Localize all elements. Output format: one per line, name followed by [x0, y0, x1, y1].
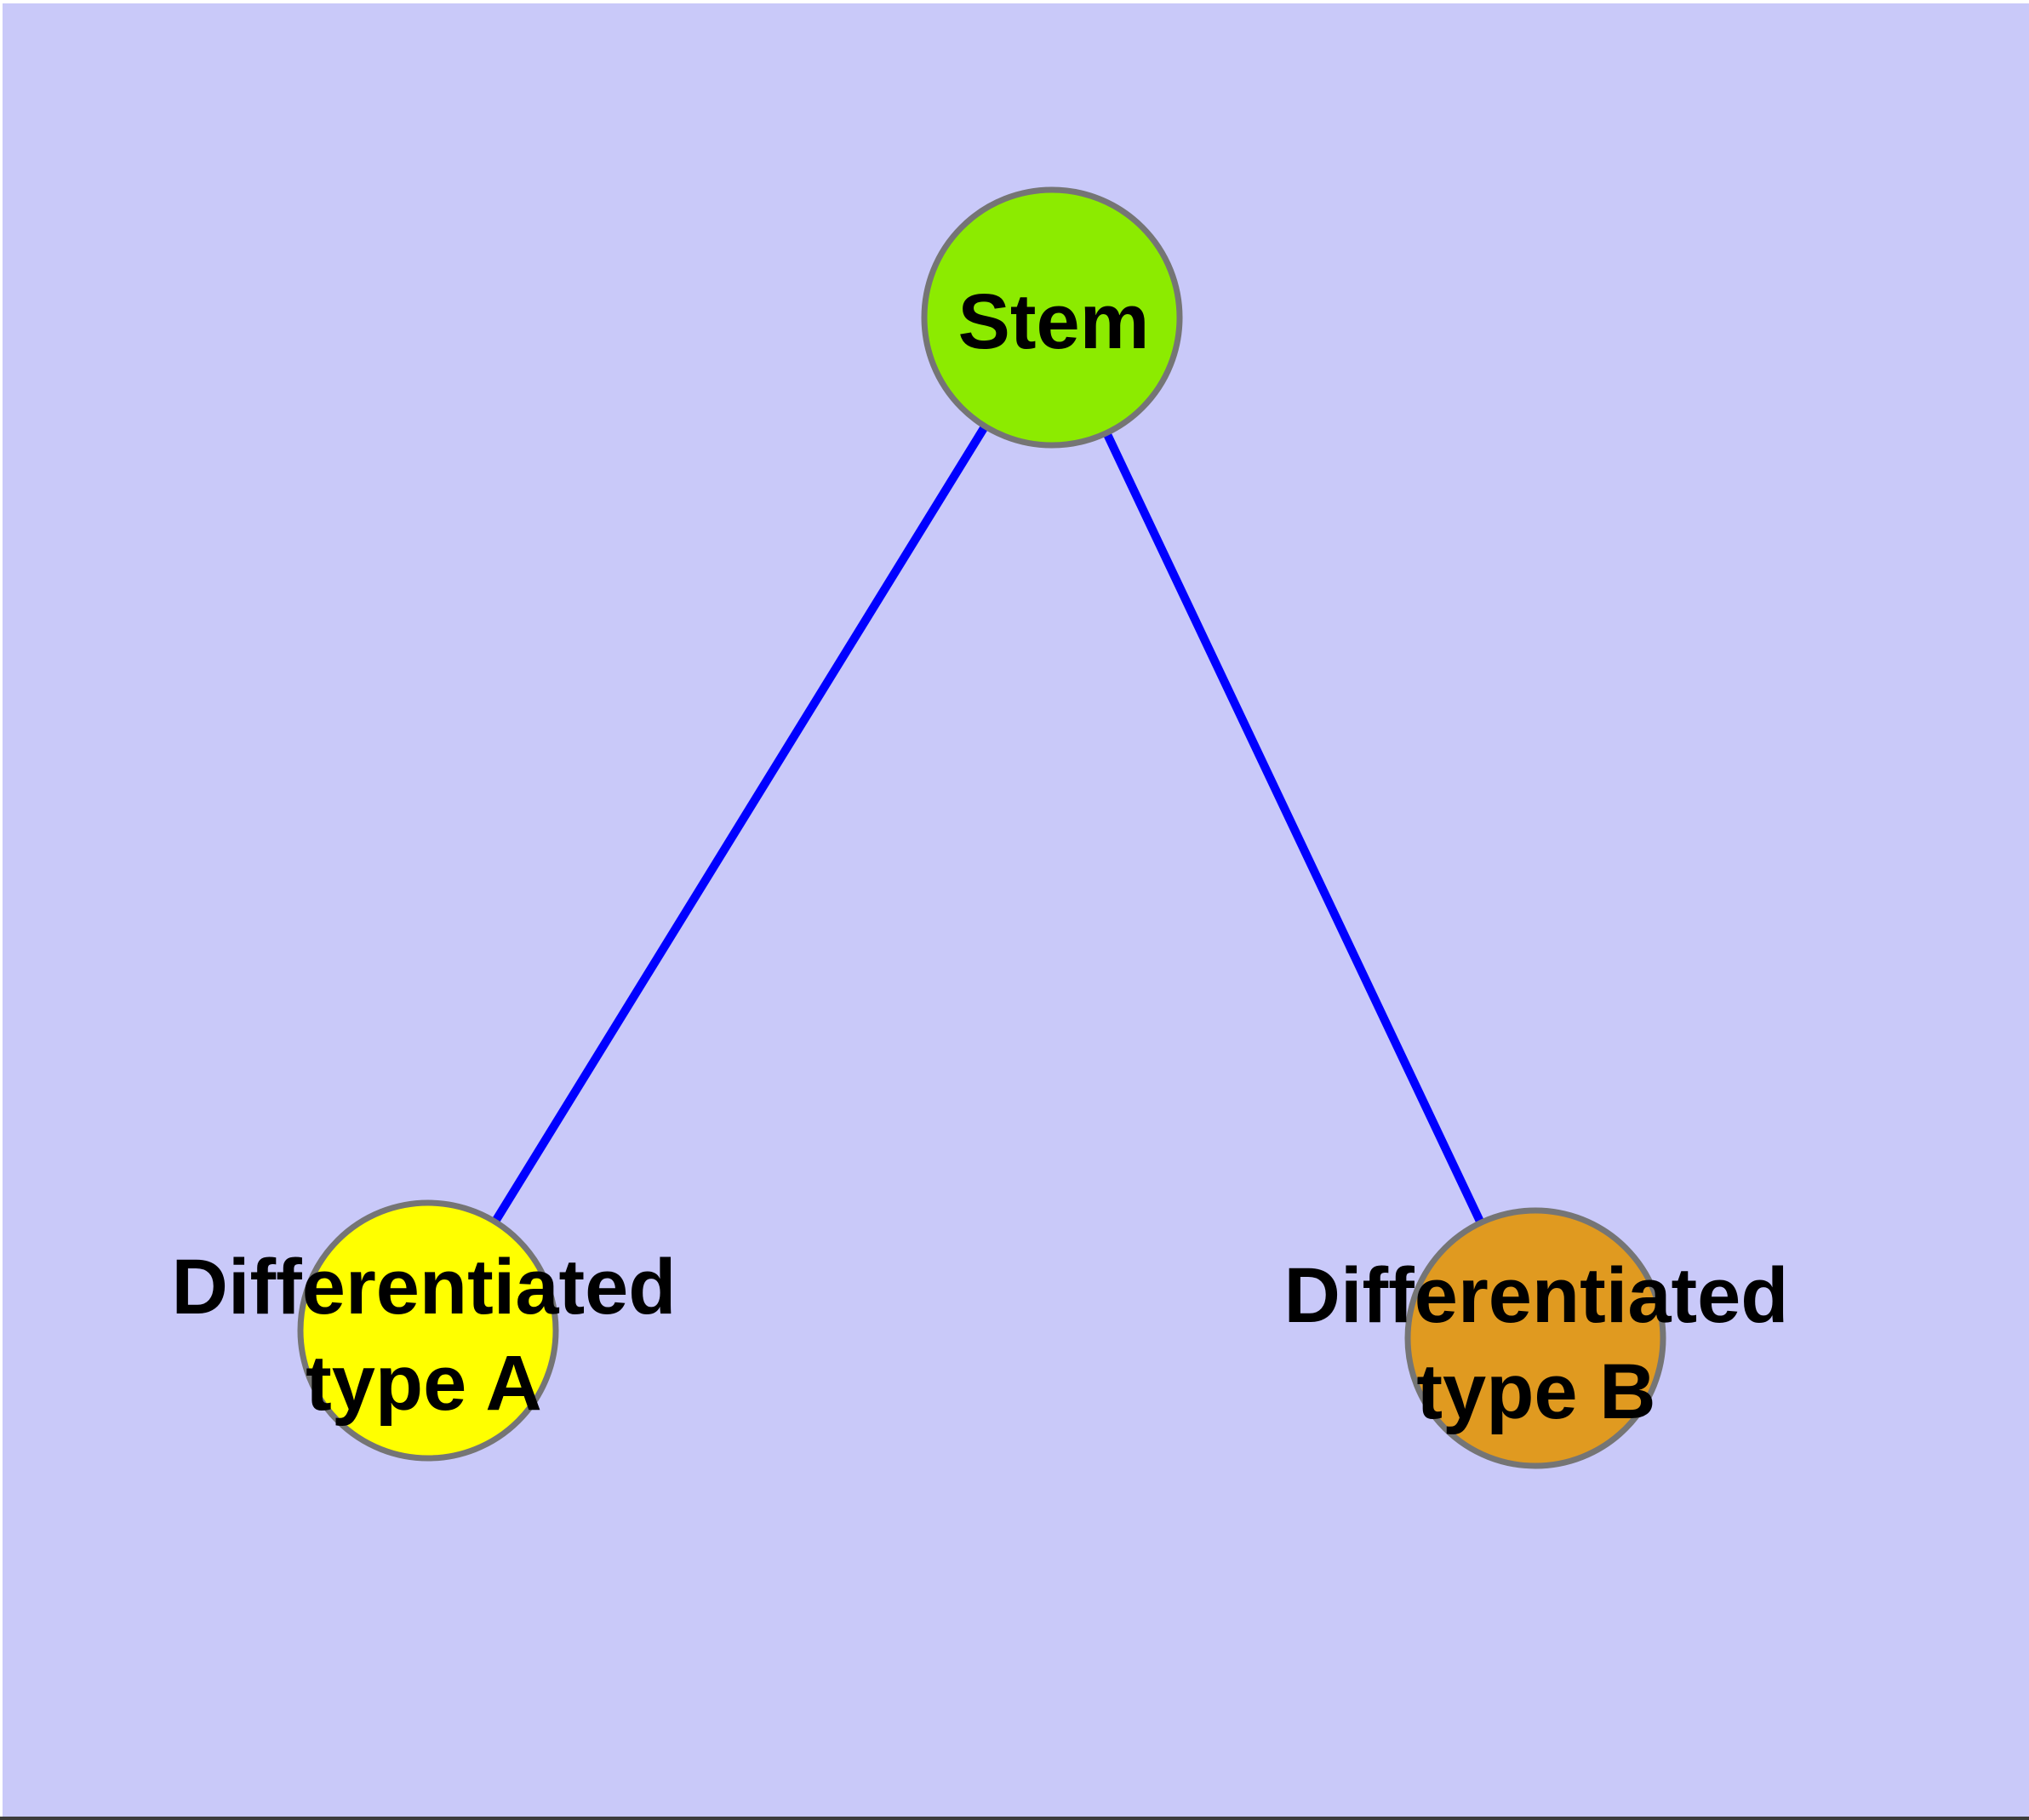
frame-left-highlight [0, 0, 3, 1817]
node-differentiated-type-b-circle[interactable] [1404, 1207, 1666, 1469]
node-differentiated-type-a-circle[interactable] [297, 1199, 559, 1462]
node-differentiated-type-b-label-line1: Differentiated [1284, 1252, 1789, 1339]
node-differentiated-type-b-label-line2: type B [1416, 1348, 1655, 1435]
frame-bottom-shadow [0, 1817, 2029, 1820]
node-differentiated-type-a-label-line2: type A [306, 1340, 542, 1427]
node-stem-label: Stem [958, 278, 1150, 365]
node-differentiated-type-a-label-line1: Differentiated [172, 1244, 677, 1331]
node-stem[interactable]: Stem [921, 186, 1183, 449]
node-differentiated-type-b[interactable]: Differentiated type B [1284, 1207, 1789, 1469]
node-stem-circle[interactable] [921, 186, 1183, 449]
edge-stem-to-type-b [1048, 315, 1540, 1341]
edge-stem-to-type-a [424, 315, 1056, 1333]
node-differentiated-type-a[interactable]: Differentiated type A [172, 1199, 677, 1462]
frame-top-highlight [0, 0, 2029, 3]
